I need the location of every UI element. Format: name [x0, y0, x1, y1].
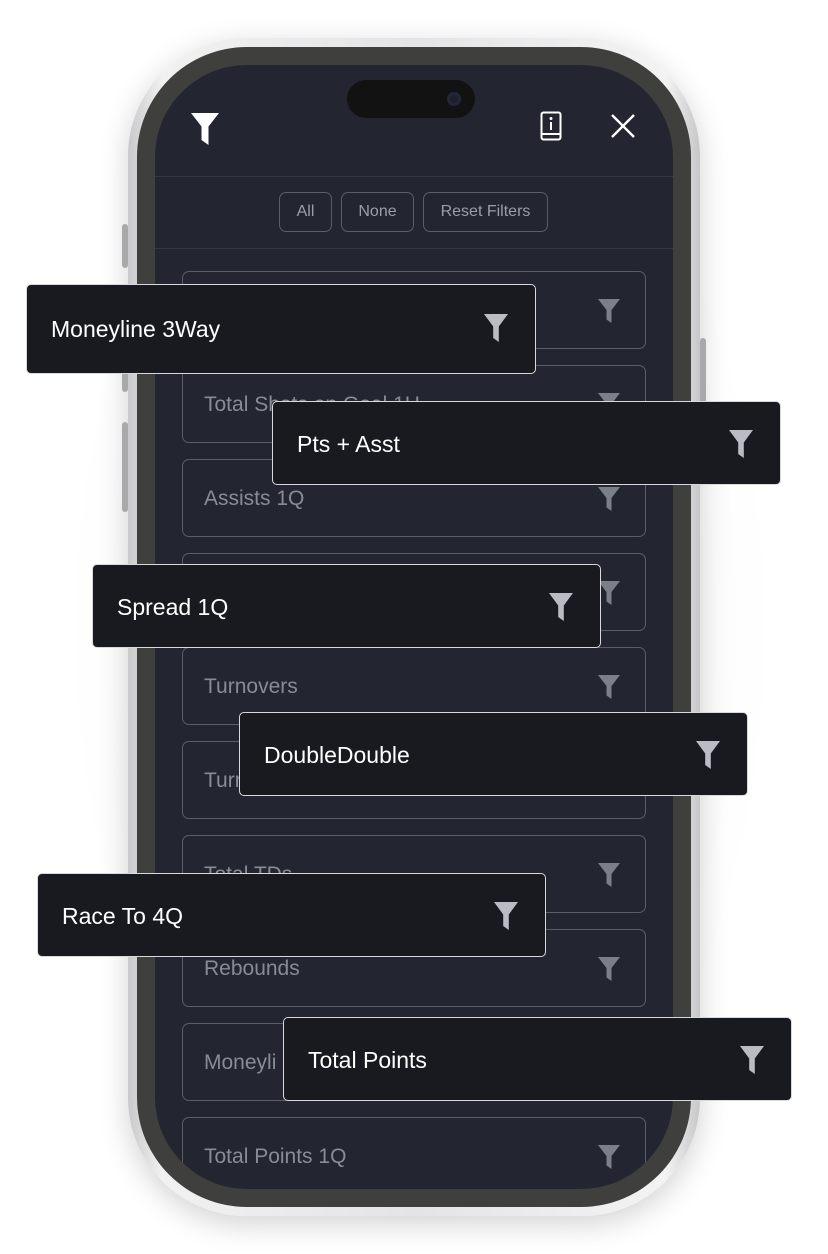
dynamic-island: [347, 80, 475, 118]
header-divider: [155, 176, 673, 177]
floating-filter-card[interactable]: Moneyline 3Way: [26, 284, 536, 374]
filter-row-label: Total Points 1Q: [204, 1145, 347, 1168]
floating-card-label: Pts + Asst: [297, 431, 400, 457]
camera-icon: [447, 92, 461, 106]
close-x-icon[interactable]: [610, 113, 636, 144]
floating-card-label: Race To 4Q: [62, 903, 184, 929]
filter-icon[interactable]: [597, 674, 621, 705]
floating-filter-card[interactable]: Race To 4Q: [37, 873, 546, 957]
filter-row-label: Rebounds: [204, 957, 300, 980]
filter-icon[interactable]: [597, 298, 621, 329]
filter-row[interactable]: Total Points 1Q: [182, 1117, 646, 1189]
volume-down-button: [122, 422, 128, 512]
filter-icon[interactable]: [597, 862, 621, 893]
filter-icon[interactable]: [548, 592, 574, 627]
action-button: [122, 224, 128, 268]
filter-icon[interactable]: [597, 486, 621, 517]
toolbar-divider: [155, 248, 673, 249]
filter-icon[interactable]: [695, 740, 721, 775]
filter-row-label: Assists 1Q: [204, 487, 305, 510]
info-book-icon[interactable]: [540, 111, 562, 146]
floating-card-label: Moneyline 3Way: [51, 316, 221, 342]
floating-filter-card[interactable]: Spread 1Q: [92, 564, 601, 648]
floating-card-label: Spread 1Q: [117, 594, 229, 620]
filter-icon[interactable]: [597, 1144, 621, 1175]
floating-filter-card[interactable]: DoubleDouble: [239, 712, 748, 796]
all-button[interactable]: All: [279, 192, 332, 232]
filter-icon[interactable]: [597, 580, 621, 611]
filter-row-label: Turn: [204, 769, 247, 792]
filter-row-label: Moneyli: [204, 1051, 277, 1074]
floating-card-label: Total Points: [308, 1047, 427, 1073]
filter-icon[interactable]: [728, 429, 754, 464]
funnel-icon: [190, 112, 220, 151]
floating-filter-card[interactable]: Total Points: [283, 1017, 792, 1101]
filter-icon[interactable]: [739, 1045, 765, 1080]
reset-filters-button[interactable]: Reset Filters: [423, 192, 548, 232]
floating-filter-card[interactable]: Pts + Asst: [272, 401, 781, 485]
none-button[interactable]: None: [341, 192, 414, 232]
filter-icon[interactable]: [597, 956, 621, 987]
filter-icon[interactable]: [493, 901, 519, 936]
filter-row-label: Turnovers: [204, 675, 298, 698]
filter-icon[interactable]: [483, 313, 509, 348]
floating-card-label: DoubleDouble: [264, 742, 410, 768]
